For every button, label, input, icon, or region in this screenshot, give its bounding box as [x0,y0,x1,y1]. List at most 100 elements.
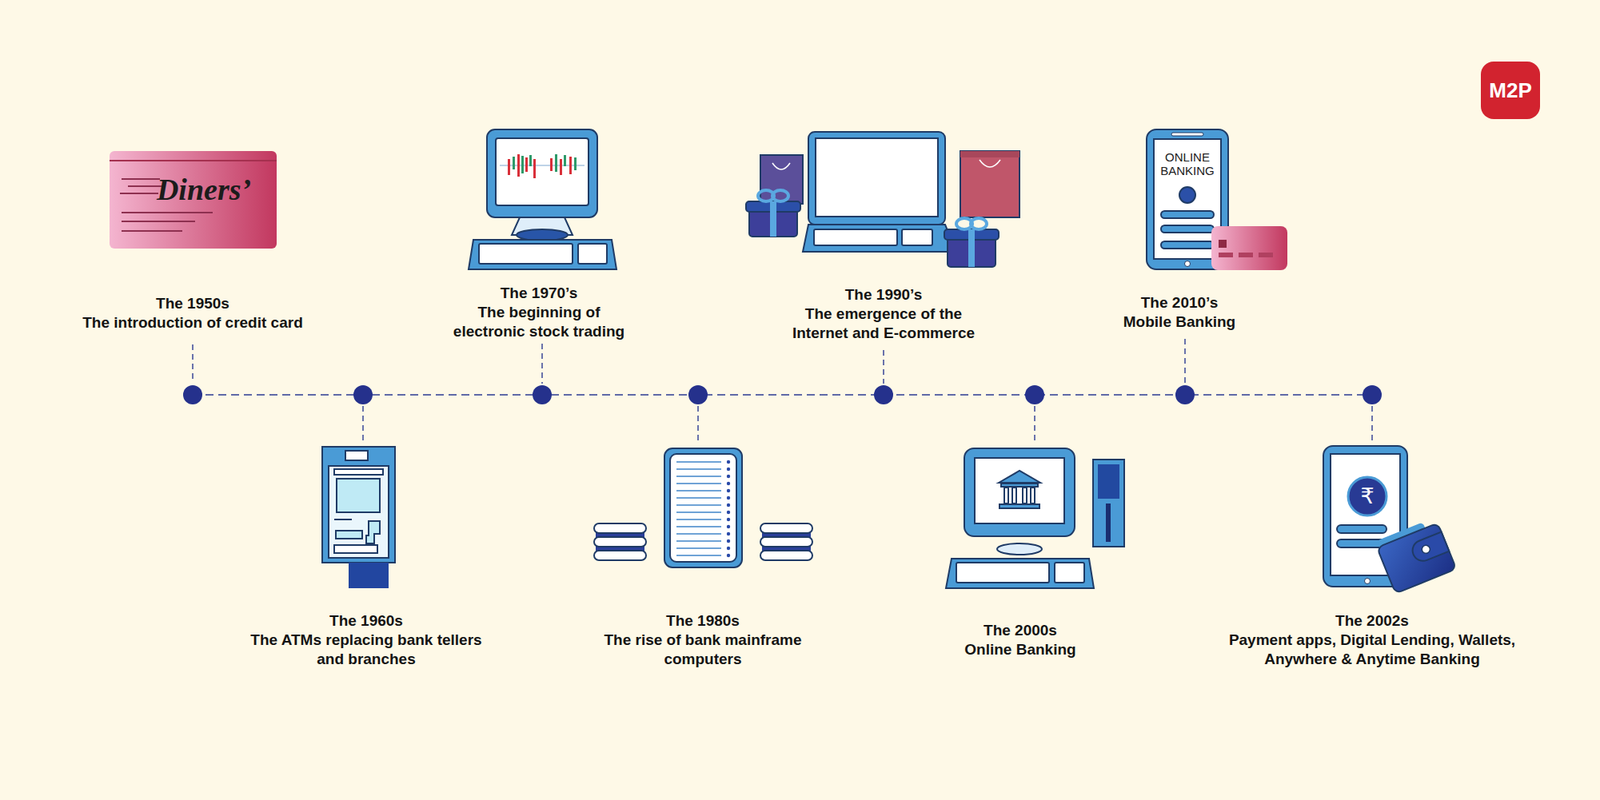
era-description: Online Banking [916,640,1125,660]
mainframe-icon [676,518,722,521]
era-description: The emergence of the Internet and E-comm… [784,304,983,344]
payment-phone-icon [1376,522,1457,594]
mainframe-icon [664,448,743,568]
payment-phone-icon [1348,477,1387,516]
leader-line [192,339,1373,445]
ecommerce-icon [813,229,898,246]
credit-card-icon [121,211,213,214]
ecommerce-icon [968,229,975,268]
era-heading: The 1960s [242,611,491,631]
ecommerce-icon [746,131,1020,268]
mainframe-icon [760,550,813,561]
bank-computer-icon [1004,487,1009,504]
timeline-dot [1362,385,1382,405]
timeline-dot [353,385,373,405]
era-heading: The 2002s [1218,611,1526,631]
era-description: Payment apps, Digital Lending, Wallets, … [1218,630,1526,670]
bank-computer-icon [997,543,1042,555]
mainframe-icon [726,532,731,536]
payment-phone-icon [1409,532,1450,565]
credit-card-icon [121,230,183,232]
mainframe-icon [726,467,731,471]
mainframe-icon [594,523,647,534]
timeline-dot [183,385,1382,405]
mainframe-icon [676,533,722,535]
stock-computer-icon [517,154,520,177]
atm-icon [322,446,396,589]
mainframe-icon [760,537,813,547]
ecommerce-icon [772,163,791,170]
mainframe-icon [676,547,722,550]
mainframe-icon [726,525,731,529]
mainframe-icon [676,461,722,463]
mainframe-icon [726,539,731,543]
mainframe-icon [726,510,731,515]
bank-computer-icon [974,458,1065,524]
mainframe-icon [676,468,722,471]
stock-computer-icon [569,156,572,175]
era-description: The ATMs replacing bank tellers and bran… [242,630,491,670]
credit-card-icon [119,192,159,195]
stock-computer-icon [512,156,515,170]
mainframe-icon [726,503,731,507]
timeline-dot [532,385,552,405]
atm-icon [328,466,389,559]
era-heading: The 1970’s [446,283,632,304]
ecommerce-icon [760,155,803,204]
leader-line [882,350,884,384]
timeline-dot [688,385,708,405]
credit-card-icon [121,220,196,223]
atm-icon [335,530,363,539]
leader-line [191,344,193,383]
mainframe-icon [676,475,722,478]
ecommerce-icon [970,218,987,230]
stock-computer-icon [554,154,558,172]
ecommerce-icon [960,151,1020,218]
timeline-dot [873,385,894,405]
mainframe-icon [726,474,731,479]
mobile-phone-icon [1211,226,1288,271]
mainframe-icon [676,526,722,528]
bank-computer-icon [1012,487,1017,504]
leader-line [1033,406,1035,445]
leader-line [541,343,543,384]
atm-icon [345,450,368,461]
stock-computer-icon [550,158,553,172]
logo-text: M2P [1488,78,1532,104]
ecommerce-icon [979,159,1001,168]
stock-computer-icon [516,229,568,241]
stock-computer-icon [468,239,617,270]
mainframe-icon [676,482,722,485]
bank-computer-icon [1097,464,1120,499]
mobile-phone-icon [1146,129,1288,271]
credit-card-icon [121,178,160,180]
payment-phone-icon [1420,544,1432,555]
ecommerce-icon [772,190,789,202]
bank-computer-icon [1022,487,1027,504]
stock-computer-icon [499,164,585,166]
bank-computer-icon [999,504,1040,509]
bank-computer-icon [1054,562,1085,583]
timeline-dot [1025,385,1045,405]
mainframe-icon [726,489,731,493]
ecommerce-icon [960,151,1020,158]
era-description: The introduction of credit card [56,313,329,333]
credit-card-icon [109,151,277,249]
timeline-dot [183,385,203,405]
atm-icon [366,521,380,544]
atm-icon [336,478,380,513]
era-heading: The 2010’s [1083,293,1276,313]
leader-line [362,406,364,445]
mainframe-icon [726,554,731,558]
mobile-phone-icon [1179,187,1196,204]
mainframe-icon [594,448,813,568]
stock-computer-icon [578,243,607,264]
mobile-phone-icon [1161,225,1214,233]
ecommerce-icon [770,201,777,237]
mainframe-icon [726,460,731,558]
atm-icon [322,446,396,563]
stock-computer-icon [559,159,563,176]
stock-computer-icon [525,157,528,172]
stock-computer-icon [507,159,511,176]
